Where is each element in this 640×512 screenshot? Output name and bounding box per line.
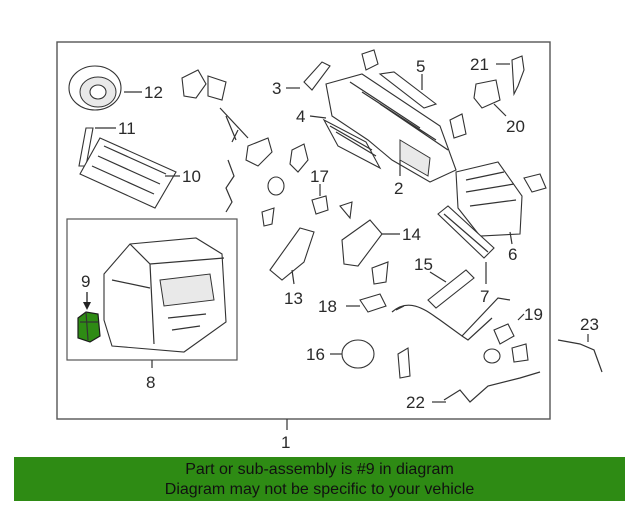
callout-5: 5 <box>416 57 425 76</box>
hvac-unit-assembly <box>103 237 227 353</box>
callout-23: 23 <box>580 315 599 334</box>
callout-15: 15 <box>414 255 433 274</box>
resistor-16 <box>341 339 375 369</box>
callout-19: 19 <box>524 305 543 324</box>
callout-20: 20 <box>506 117 525 136</box>
callout-18: 18 <box>318 297 337 316</box>
blower-motor <box>68 65 122 111</box>
callout-11: 11 <box>118 119 136 138</box>
callout-4: 4 <box>296 107 305 126</box>
callout-3: 3 <box>272 79 281 98</box>
clip-14 <box>371 261 389 285</box>
callout-21: 21 <box>470 55 489 74</box>
callout-17: 17 <box>310 167 329 186</box>
callout-10: 10 <box>182 167 201 186</box>
floor-duct <box>269 227 315 281</box>
callout-14: 14 <box>402 225 421 244</box>
banner-line-1: Part or sub-assembly is #9 in diagram <box>185 461 454 478</box>
callout-6: 6 <box>508 245 517 264</box>
wire-harness <box>443 371 541 403</box>
clip-17 <box>339 201 353 220</box>
pipe-bracket <box>427 269 475 309</box>
assembly-frame <box>56 41 551 420</box>
evaporator-core <box>322 118 382 170</box>
defrost-duct <box>378 71 438 109</box>
rod-link <box>219 107 249 143</box>
callout-12: 12 <box>144 83 163 102</box>
lever-plate <box>245 137 273 167</box>
grommet <box>267 176 285 196</box>
clip-6 <box>449 113 467 139</box>
connector-19 <box>493 323 515 345</box>
callout-8: 8 <box>146 373 155 392</box>
valve-18 <box>359 293 387 313</box>
info-banner: Part or sub-assembly is #9 in diagram Di… <box>14 457 625 501</box>
parts-diagram: 1 12 11 10 3 4 2 5 21 <box>56 41 603 452</box>
fan-clip <box>289 143 309 173</box>
bracket-a <box>181 69 207 99</box>
cable-clip <box>225 159 235 213</box>
clip-5 <box>361 49 379 71</box>
actuator-link <box>511 55 525 97</box>
aspirator <box>311 195 329 215</box>
heater-case <box>325 73 457 183</box>
heater-pipe <box>391 297 511 337</box>
case-half <box>455 161 523 237</box>
bracket-16 <box>397 347 411 379</box>
callout-16: 16 <box>306 345 325 364</box>
callout-1: 1 <box>281 433 290 452</box>
cabin-filter <box>79 137 177 209</box>
banner-line-2: Diagram may not be specific to your vehi… <box>164 481 475 498</box>
clip-small <box>523 173 547 193</box>
connector-19b <box>511 343 529 363</box>
callout-9: 9 <box>81 272 90 291</box>
small-seal <box>261 207 275 227</box>
callout-22: 22 <box>406 393 425 412</box>
callout-13: 13 <box>284 289 303 308</box>
grommet-19 <box>483 348 501 364</box>
highlighted-part-9[interactable] <box>77 311 101 343</box>
mode-motor <box>473 79 501 109</box>
callout-2: 2 <box>394 179 403 198</box>
callout-7: 7 <box>480 287 489 306</box>
side-duct <box>341 219 383 267</box>
sensor-wire <box>557 339 603 373</box>
vent-grille <box>303 61 331 91</box>
bracket-b <box>207 75 227 101</box>
